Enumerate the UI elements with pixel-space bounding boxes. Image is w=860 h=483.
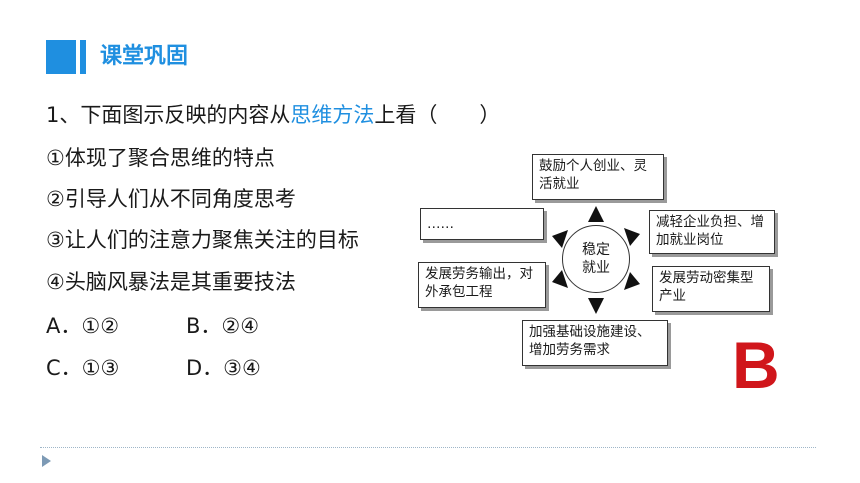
employment-diagram: 鼓励个人创业、灵活就业 …… 减轻企业负担、增加就业岗位 发展劳务输出，对外承包… bbox=[418, 154, 775, 370]
footer-divider bbox=[40, 447, 816, 448]
question-suffix: 上看（ ） bbox=[374, 103, 501, 127]
diagram-arrows bbox=[552, 206, 640, 314]
option-a[interactable]: A．①② bbox=[46, 314, 120, 338]
question-prefix: 1、下面图示反映的内容从 bbox=[46, 103, 291, 127]
statement-1: ①体现了聚合思维的特点 bbox=[46, 146, 275, 170]
option-b[interactable]: B．②④ bbox=[186, 314, 260, 338]
play-icon[interactable] bbox=[42, 455, 51, 467]
statement-2: ②引导人们从不同角度思考 bbox=[46, 187, 296, 211]
arrow-up-icon bbox=[588, 206, 604, 222]
diagram-box-right-bottom: 发展劳动密集型产业 bbox=[652, 266, 770, 312]
diagram-box-right-top: 减轻企业负担、增加就业岗位 bbox=[649, 210, 775, 254]
diagram-center-label: 稳定就业 bbox=[582, 242, 610, 276]
arrow-down-left-icon bbox=[552, 270, 568, 288]
statement-4: ④头脑风暴法是其重要技法 bbox=[46, 270, 296, 294]
statement-3: ③让人们的注意力聚焦关注的目标 bbox=[46, 228, 359, 252]
arrow-down-right-icon bbox=[624, 272, 640, 290]
arrow-up-right-icon bbox=[624, 228, 640, 246]
question-highlight: 思维方法 bbox=[290, 103, 375, 127]
diagram-box-left-bottom: 发展劳务输出，对外承包工程 bbox=[418, 262, 546, 308]
diagram-box-top: 鼓励个人创业、灵活就业 bbox=[532, 154, 664, 200]
arrow-up-left-icon bbox=[552, 230, 568, 248]
option-c[interactable]: C．①③ bbox=[46, 356, 120, 380]
header-accent-block bbox=[46, 40, 76, 74]
section-title: 课堂巩固 bbox=[100, 44, 189, 69]
question-stem: 1、下面图示反映的内容从思维方法上看（ ） bbox=[46, 101, 500, 129]
header-accent-stripe bbox=[80, 40, 86, 74]
diagram-center-circle: 稳定就业 bbox=[562, 225, 630, 293]
answer-letter: B bbox=[732, 328, 780, 402]
option-d[interactable]: D．③④ bbox=[186, 356, 261, 380]
diagram-box-bottom: 加强基础设施建设、增加劳务需求 bbox=[522, 320, 668, 366]
diagram-box-left-top: …… bbox=[420, 208, 544, 240]
arrow-down-icon bbox=[588, 298, 604, 314]
